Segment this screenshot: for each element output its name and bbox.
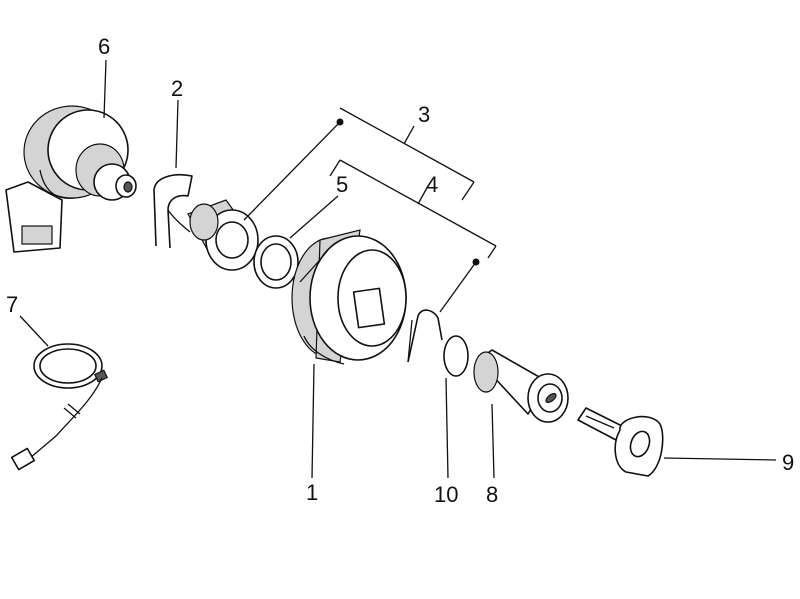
- callout-9: 9: [782, 450, 794, 475]
- part-3-sleeve: [187, 199, 259, 271]
- callout-5: 5: [336, 172, 348, 197]
- callout-7: 7: [6, 292, 18, 317]
- part-5-ring-gasket: [253, 235, 299, 289]
- callout-3: 3: [418, 102, 430, 127]
- part-9-key: [577, 407, 664, 477]
- callout-6: 6: [98, 34, 110, 59]
- bracket-dots: [336, 118, 480, 266]
- part-10-small-seal: [443, 335, 469, 377]
- part-8-lock-cylinder: [473, 349, 569, 423]
- part-2-spring-clip: [153, 174, 193, 249]
- callout-1: 1: [306, 480, 318, 505]
- part-1-lock-housing: [291, 229, 407, 365]
- leader-lines: [19, 59, 777, 479]
- part-6-switch-body: [5, 105, 137, 253]
- callout-2: 2: [171, 76, 183, 101]
- callout-8: 8: [486, 482, 498, 507]
- callout-labels: 6 2 3 4 5 7 1 10 8 9: [6, 34, 794, 507]
- callout-10: 10: [434, 482, 458, 507]
- part-4-wire-clip: [407, 309, 443, 363]
- part-7-antenna-ring: [10, 343, 109, 471]
- callout-4: 4: [426, 172, 438, 197]
